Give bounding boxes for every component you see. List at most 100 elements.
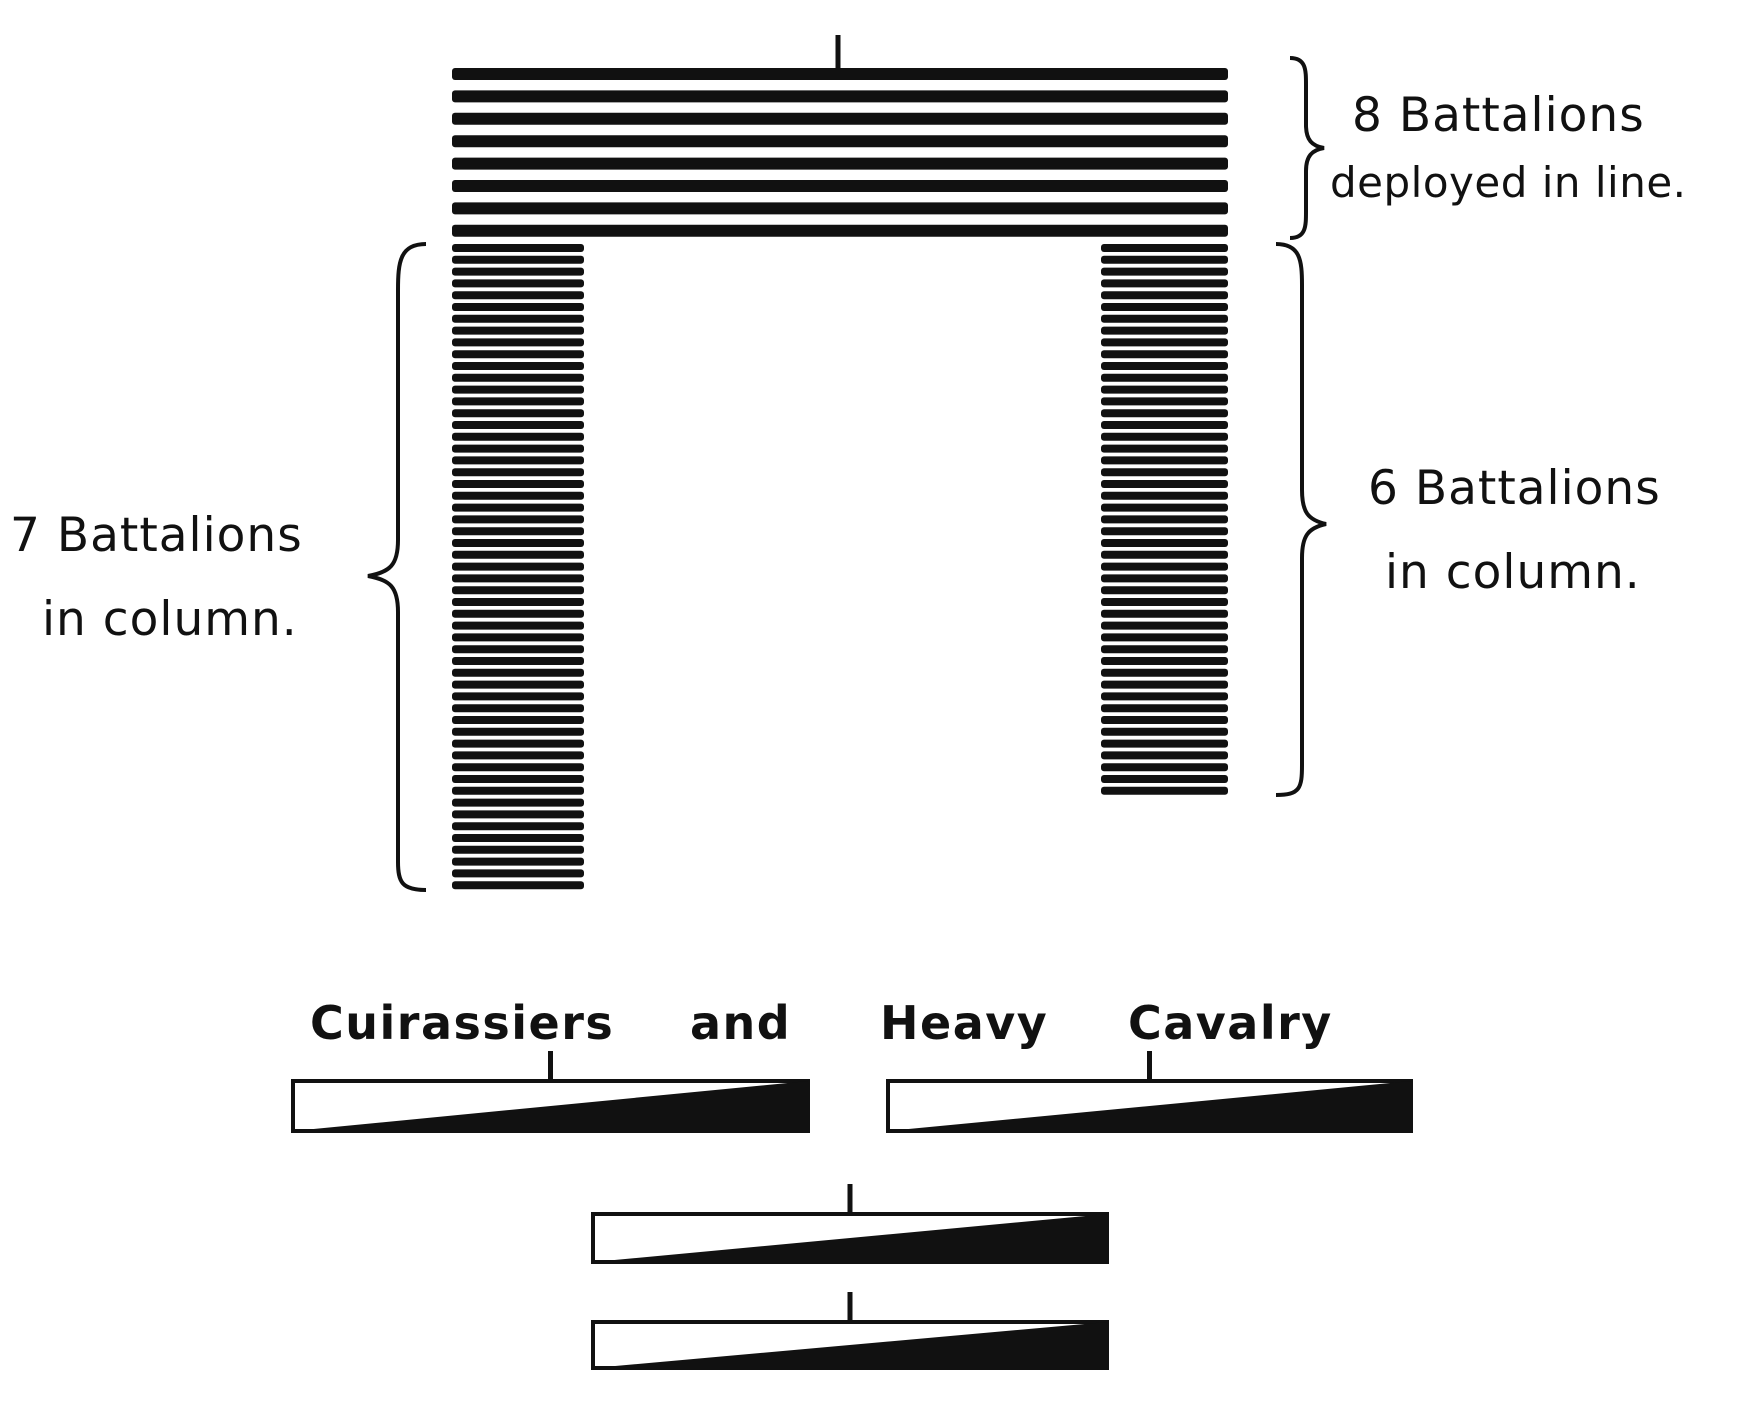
left-column-stripe bbox=[452, 267, 584, 276]
left-column-stripe bbox=[452, 786, 584, 795]
right-column-stripe bbox=[1101, 279, 1228, 288]
cavalry-squadrons bbox=[291, 1051, 1413, 1370]
right-column-stripe bbox=[1101, 775, 1228, 783]
left-column-stripe bbox=[452, 574, 584, 583]
cavalry-squadron bbox=[291, 1051, 810, 1133]
cavalry-squadron-wedge bbox=[888, 1081, 1411, 1131]
left-column-stripe bbox=[452, 657, 584, 665]
left-column-stripe bbox=[452, 456, 584, 465]
left-column-stripe bbox=[452, 810, 584, 819]
front-line-battalion-bar bbox=[452, 180, 1228, 192]
front-line-battalion-bar bbox=[452, 112, 1228, 125]
right-column-stripe bbox=[1101, 421, 1228, 429]
left-column-stripe bbox=[452, 432, 584, 441]
cavalry-label-word-4: Cavalry bbox=[1128, 996, 1333, 1050]
left-column-stripe bbox=[452, 727, 584, 736]
front-line-battalion-bar bbox=[452, 202, 1228, 215]
left-column-stripe bbox=[452, 326, 584, 335]
right-column-stripe bbox=[1101, 668, 1228, 677]
left-column-stripe bbox=[452, 739, 584, 748]
left-column-stripe bbox=[452, 350, 584, 359]
right-column-stripe bbox=[1101, 409, 1228, 418]
right-column-stripe bbox=[1101, 645, 1228, 654]
left-column-stripe bbox=[452, 845, 584, 854]
right-column-stripe bbox=[1101, 621, 1228, 630]
left-column-stripe bbox=[452, 751, 584, 760]
cavalry-squadron-wedge bbox=[293, 1081, 808, 1131]
right-column-stripe bbox=[1101, 751, 1228, 760]
left-column-stripe bbox=[452, 444, 584, 453]
left-column-stripe bbox=[452, 586, 584, 595]
right-column-stripe bbox=[1101, 326, 1228, 335]
front-line-label-line2: deployed in line. bbox=[1330, 158, 1687, 207]
right-column-stripe bbox=[1101, 657, 1228, 665]
right-column-stripe bbox=[1101, 739, 1228, 748]
right-column-stripe bbox=[1101, 609, 1228, 618]
right-column-stripe bbox=[1101, 255, 1228, 264]
cavalry-squadron-wedge bbox=[593, 1214, 1107, 1262]
left-column-stripe bbox=[452, 409, 584, 418]
left-column-label-line2: in column. bbox=[42, 592, 298, 647]
left-column-stripe bbox=[452, 798, 584, 807]
right-column-stripe bbox=[1101, 491, 1228, 500]
right-column-stripe bbox=[1101, 362, 1228, 370]
right-column-brace bbox=[1275, 242, 1327, 797]
left-column-stripe bbox=[452, 515, 584, 524]
left-column-stripe bbox=[452, 834, 584, 842]
left-column-stripe bbox=[452, 598, 584, 606]
left-column-stripe bbox=[452, 314, 584, 323]
left-column-stripe bbox=[452, 704, 584, 713]
left-column-stripe bbox=[452, 303, 584, 311]
left-column-stripe bbox=[452, 397, 584, 406]
right-column-stripe bbox=[1101, 598, 1228, 606]
cavalry-squadron-wedge bbox=[593, 1322, 1107, 1368]
cavalry-squadron bbox=[591, 1292, 1109, 1370]
right-column-stripe bbox=[1101, 727, 1228, 736]
left-column-stripe bbox=[452, 421, 584, 429]
left-column-stripe bbox=[452, 362, 584, 370]
right-column-stripe bbox=[1101, 397, 1228, 406]
front-line-battalions bbox=[452, 68, 1228, 237]
left-column-stripe bbox=[452, 822, 584, 831]
left-column-stripe bbox=[452, 539, 584, 547]
left-column-brace bbox=[367, 242, 427, 892]
left-column-stripe bbox=[452, 633, 584, 642]
right-column-stripe bbox=[1101, 503, 1228, 512]
left-column-stripe bbox=[452, 645, 584, 654]
right-column-stripe bbox=[1101, 291, 1228, 300]
cavalry-squadron bbox=[886, 1051, 1413, 1133]
left-column-stripe bbox=[452, 527, 584, 536]
right-column-stripe bbox=[1101, 480, 1228, 488]
front-line-label-line1: 8 Battalions bbox=[1352, 88, 1645, 143]
right-column-stripe bbox=[1101, 267, 1228, 276]
left-column-stripe bbox=[452, 869, 584, 878]
left-column-stripe bbox=[452, 491, 584, 500]
left-column-stripe bbox=[452, 503, 584, 512]
left-column-stripe bbox=[452, 385, 584, 394]
left-column-stripe bbox=[452, 609, 584, 618]
left-column-stripe bbox=[452, 775, 584, 783]
left-column-stripe bbox=[452, 255, 584, 264]
left-column-stripe bbox=[452, 857, 584, 866]
left-column-stripe bbox=[452, 291, 584, 300]
right-column-stripe bbox=[1101, 303, 1228, 311]
left-column-stripe bbox=[452, 621, 584, 630]
front-line-battalion-bar bbox=[452, 90, 1228, 103]
left-column-battalions bbox=[452, 244, 584, 890]
right-column-stripe bbox=[1101, 716, 1228, 724]
right-column-stripe bbox=[1101, 244, 1228, 252]
right-column-stripe bbox=[1101, 456, 1228, 465]
right-column-stripe bbox=[1101, 385, 1228, 394]
right-column-stripe bbox=[1101, 373, 1228, 382]
right-column-label-line1: 6 Battalions bbox=[1368, 461, 1661, 516]
front-line-battalion-bar bbox=[452, 157, 1228, 170]
cavalry-label-word-2: and bbox=[690, 996, 792, 1050]
left-column-stripe bbox=[452, 692, 584, 701]
left-column-stripe bbox=[452, 244, 584, 252]
right-column-stripe bbox=[1101, 539, 1228, 547]
right-column-stripe bbox=[1101, 550, 1228, 559]
left-column-stripe bbox=[452, 373, 584, 382]
right-column-stripe bbox=[1101, 763, 1228, 772]
